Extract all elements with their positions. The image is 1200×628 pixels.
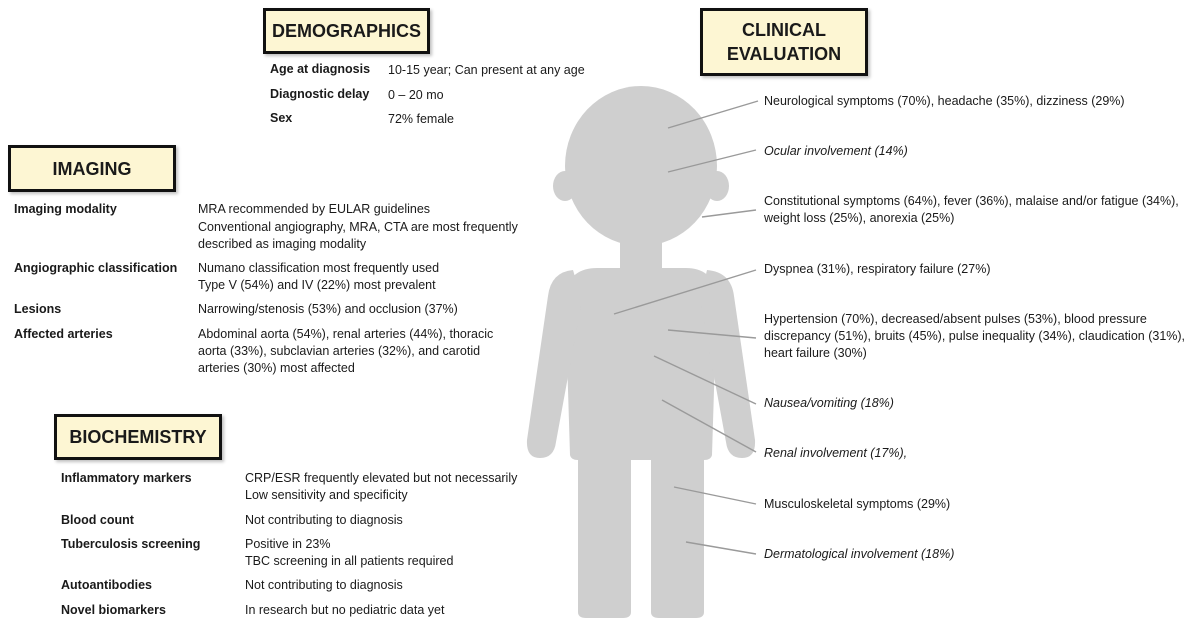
imaging-label: Imaging modality [14, 202, 117, 216]
clinical-item-renal: Renal involvement (17%), [764, 446, 908, 460]
clinical-evaluation-header: CLINICAL EVALUATION [700, 8, 868, 76]
clinical-item-neurological: Neurological symptoms (70%), headache (3… [764, 94, 1125, 108]
imaging-value-line: MRA recommended by EULAR guidelines [198, 202, 431, 216]
clinical-item-constitutional: Constitutional symptoms (64%), fever (36… [764, 194, 1179, 208]
pointer-musculoskeletal [673, 486, 757, 505]
imaging-value-line: Abdominal aorta (54%), renal arteries (4… [198, 327, 494, 341]
biochemistry-value-line: CRP/ESR frequently elevated but not nece… [245, 471, 518, 485]
clinical-title-line1: CLINICAL [742, 20, 826, 40]
biochemistry-value-line: Low sensitivity and specificity [245, 488, 408, 502]
biochemistry-label: Inflammatory markers [61, 471, 192, 485]
demographics-title: DEMOGRAPHICS [271, 21, 421, 41]
imaging-value-line: Conventional angiography, MRA, CTA are m… [198, 220, 518, 234]
clinical-title-line2: EVALUATION [726, 44, 842, 64]
pointer-gastrointestinal [653, 355, 757, 405]
pointer-renal [661, 399, 757, 453]
clinical-item-cardiovascular: heart failure (30%) [764, 346, 867, 360]
biochemistry-label: Novel biomarkers [61, 603, 166, 617]
imaging-value-line: aorta (33%), subclavian arteries (32%), … [198, 344, 481, 358]
imaging-value-line: arteries (30%) most affected [198, 361, 355, 375]
demographics-value: 72% female [388, 112, 455, 126]
clinical-item-cardiovascular: discrepancy (51%), bruits (45%), pulse i… [764, 329, 1186, 343]
imaging-value-line: Type V (54%) and IV (22%) most prevalent [198, 278, 436, 292]
demographics-label: Age at diagnosis [270, 62, 371, 76]
imaging-value-line: Narrowing/stenosis (53%) and occlusion (… [198, 302, 458, 316]
biochemistry-value-line: Not contributing to diagnosis [245, 578, 403, 592]
pointer-constitutional [701, 209, 757, 218]
right-ear [705, 171, 729, 201]
body-silhouette [526, 86, 756, 618]
clinical-item-constitutional: weight loss (25%), anorexia (25%) [764, 211, 955, 225]
biochemistry-value-line: TBC screening in all patients required [245, 554, 454, 568]
biochemistry-title: BIOCHEMISTRY [69, 427, 207, 447]
demographics-value: 0 – 20 mo [388, 88, 444, 102]
imaging-value-line: Numano classification most frequently us… [198, 261, 440, 275]
clinical-item-cardiovascular: Hypertension (70%), decreased/absent pul… [764, 312, 1147, 326]
left-arm [526, 270, 582, 458]
pointer-dermatological [685, 541, 757, 555]
torso-legs [565, 268, 717, 618]
imaging-title: IMAGING [52, 158, 132, 179]
head [565, 86, 717, 246]
demographics-label: Diagnostic delay [270, 87, 370, 101]
demographics-value: 10-15 year; Can present at any age [388, 63, 585, 77]
clinical-item-respiratory: Dyspnea (31%), respiratory failure (27%) [764, 262, 991, 276]
imaging-header: IMAGING [8, 145, 176, 192]
clinical-item-gastrointestinal: Nausea/vomiting (18%) [764, 396, 894, 410]
demographics-header: DEMOGRAPHICS [263, 8, 430, 54]
pointer-neurological [667, 100, 759, 129]
pointer-respiratory [613, 269, 757, 315]
demographics-label: Sex [270, 111, 293, 125]
biochemistry-label: Autoantibodies [61, 578, 152, 592]
imaging-label: Lesions [14, 302, 62, 316]
biochemistry-value-line: Not contributing to diagnosis [245, 513, 403, 527]
biochemistry-label: Tuberculosis screening [61, 537, 201, 551]
left-ear [553, 171, 577, 201]
imaging-label: Affected arteries [14, 327, 113, 341]
biochemistry-header: BIOCHEMISTRY [54, 414, 222, 460]
clinical-item-ocular: Ocular involvement (14%) [764, 144, 908, 158]
biochemistry-label: Blood count [61, 513, 134, 527]
imaging-value-line: described as imaging modality [198, 237, 367, 251]
clinical-item-musculoskeletal: Musculoskeletal symptoms (29%) [764, 497, 951, 511]
pointer-ocular [667, 149, 757, 173]
imaging-label: Angiographic classification [14, 261, 178, 275]
biochemistry-value-line: Positive in 23% [245, 537, 331, 551]
pointer-cardiovascular [667, 329, 757, 339]
clinical-item-dermatological: Dermatological involvement (18%) [764, 547, 955, 561]
right-arm [700, 270, 756, 458]
pointer-lines [613, 100, 759, 555]
biochemistry-value-line: In research but no pediatric data yet [245, 603, 445, 617]
